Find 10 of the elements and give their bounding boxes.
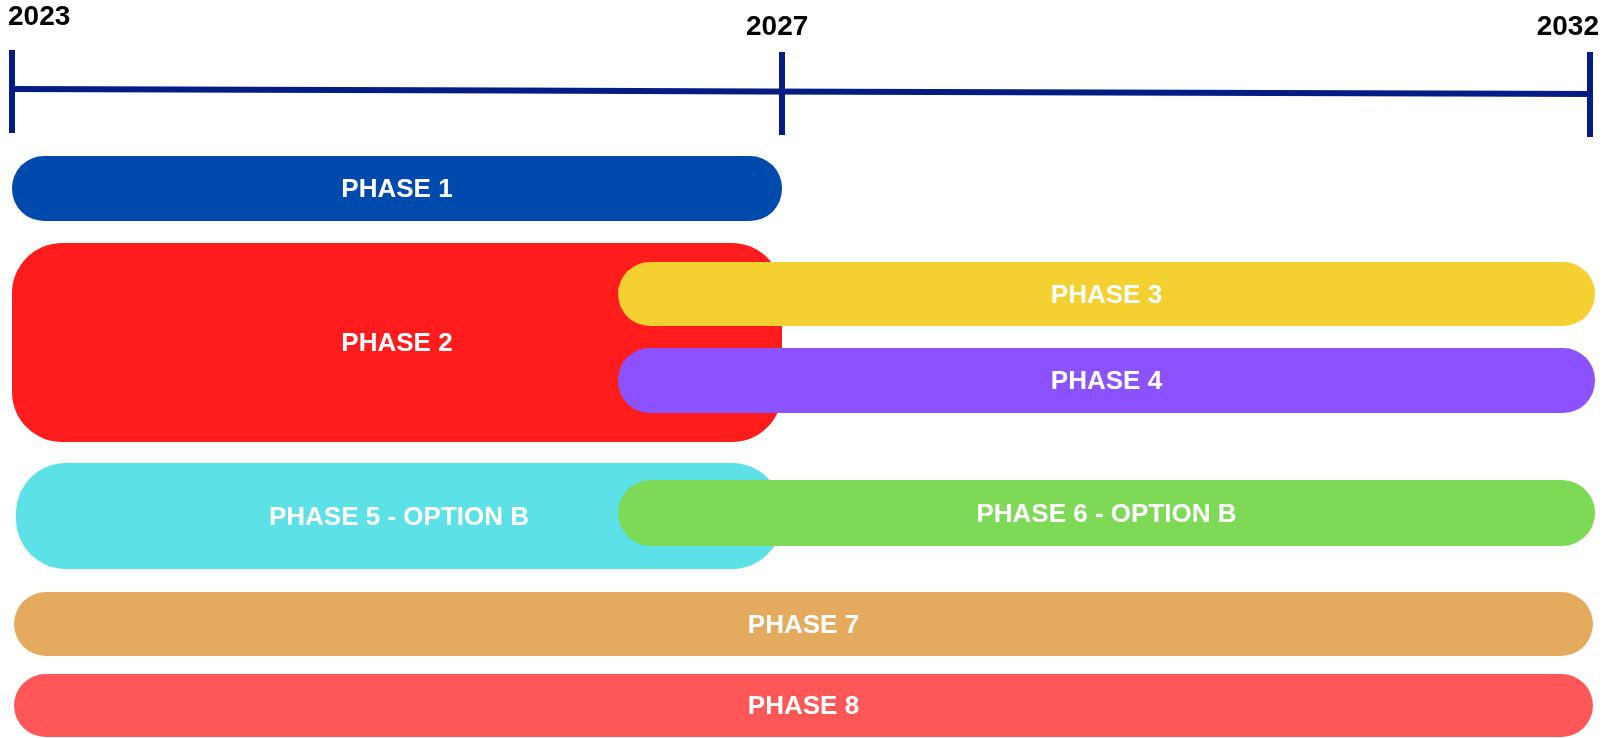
phase-bar: PHASE 5 - OPTION B [16,463,782,569]
phase-bar: PHASE 6 - OPTION B [782,480,1595,546]
year-label: 2023 [8,2,71,30]
year-label: 2032 [1536,12,1599,40]
phase-bar: PHASE 4 [618,348,1595,413]
phase-bar: PHASE 3 [618,262,1595,326]
year-label: 2027 [746,12,809,40]
phase-bar: PHASE 8 [14,674,1593,737]
phase-bar: PHASE 1 [12,156,782,221]
phase-bar: PHASE 7 [14,592,1593,656]
